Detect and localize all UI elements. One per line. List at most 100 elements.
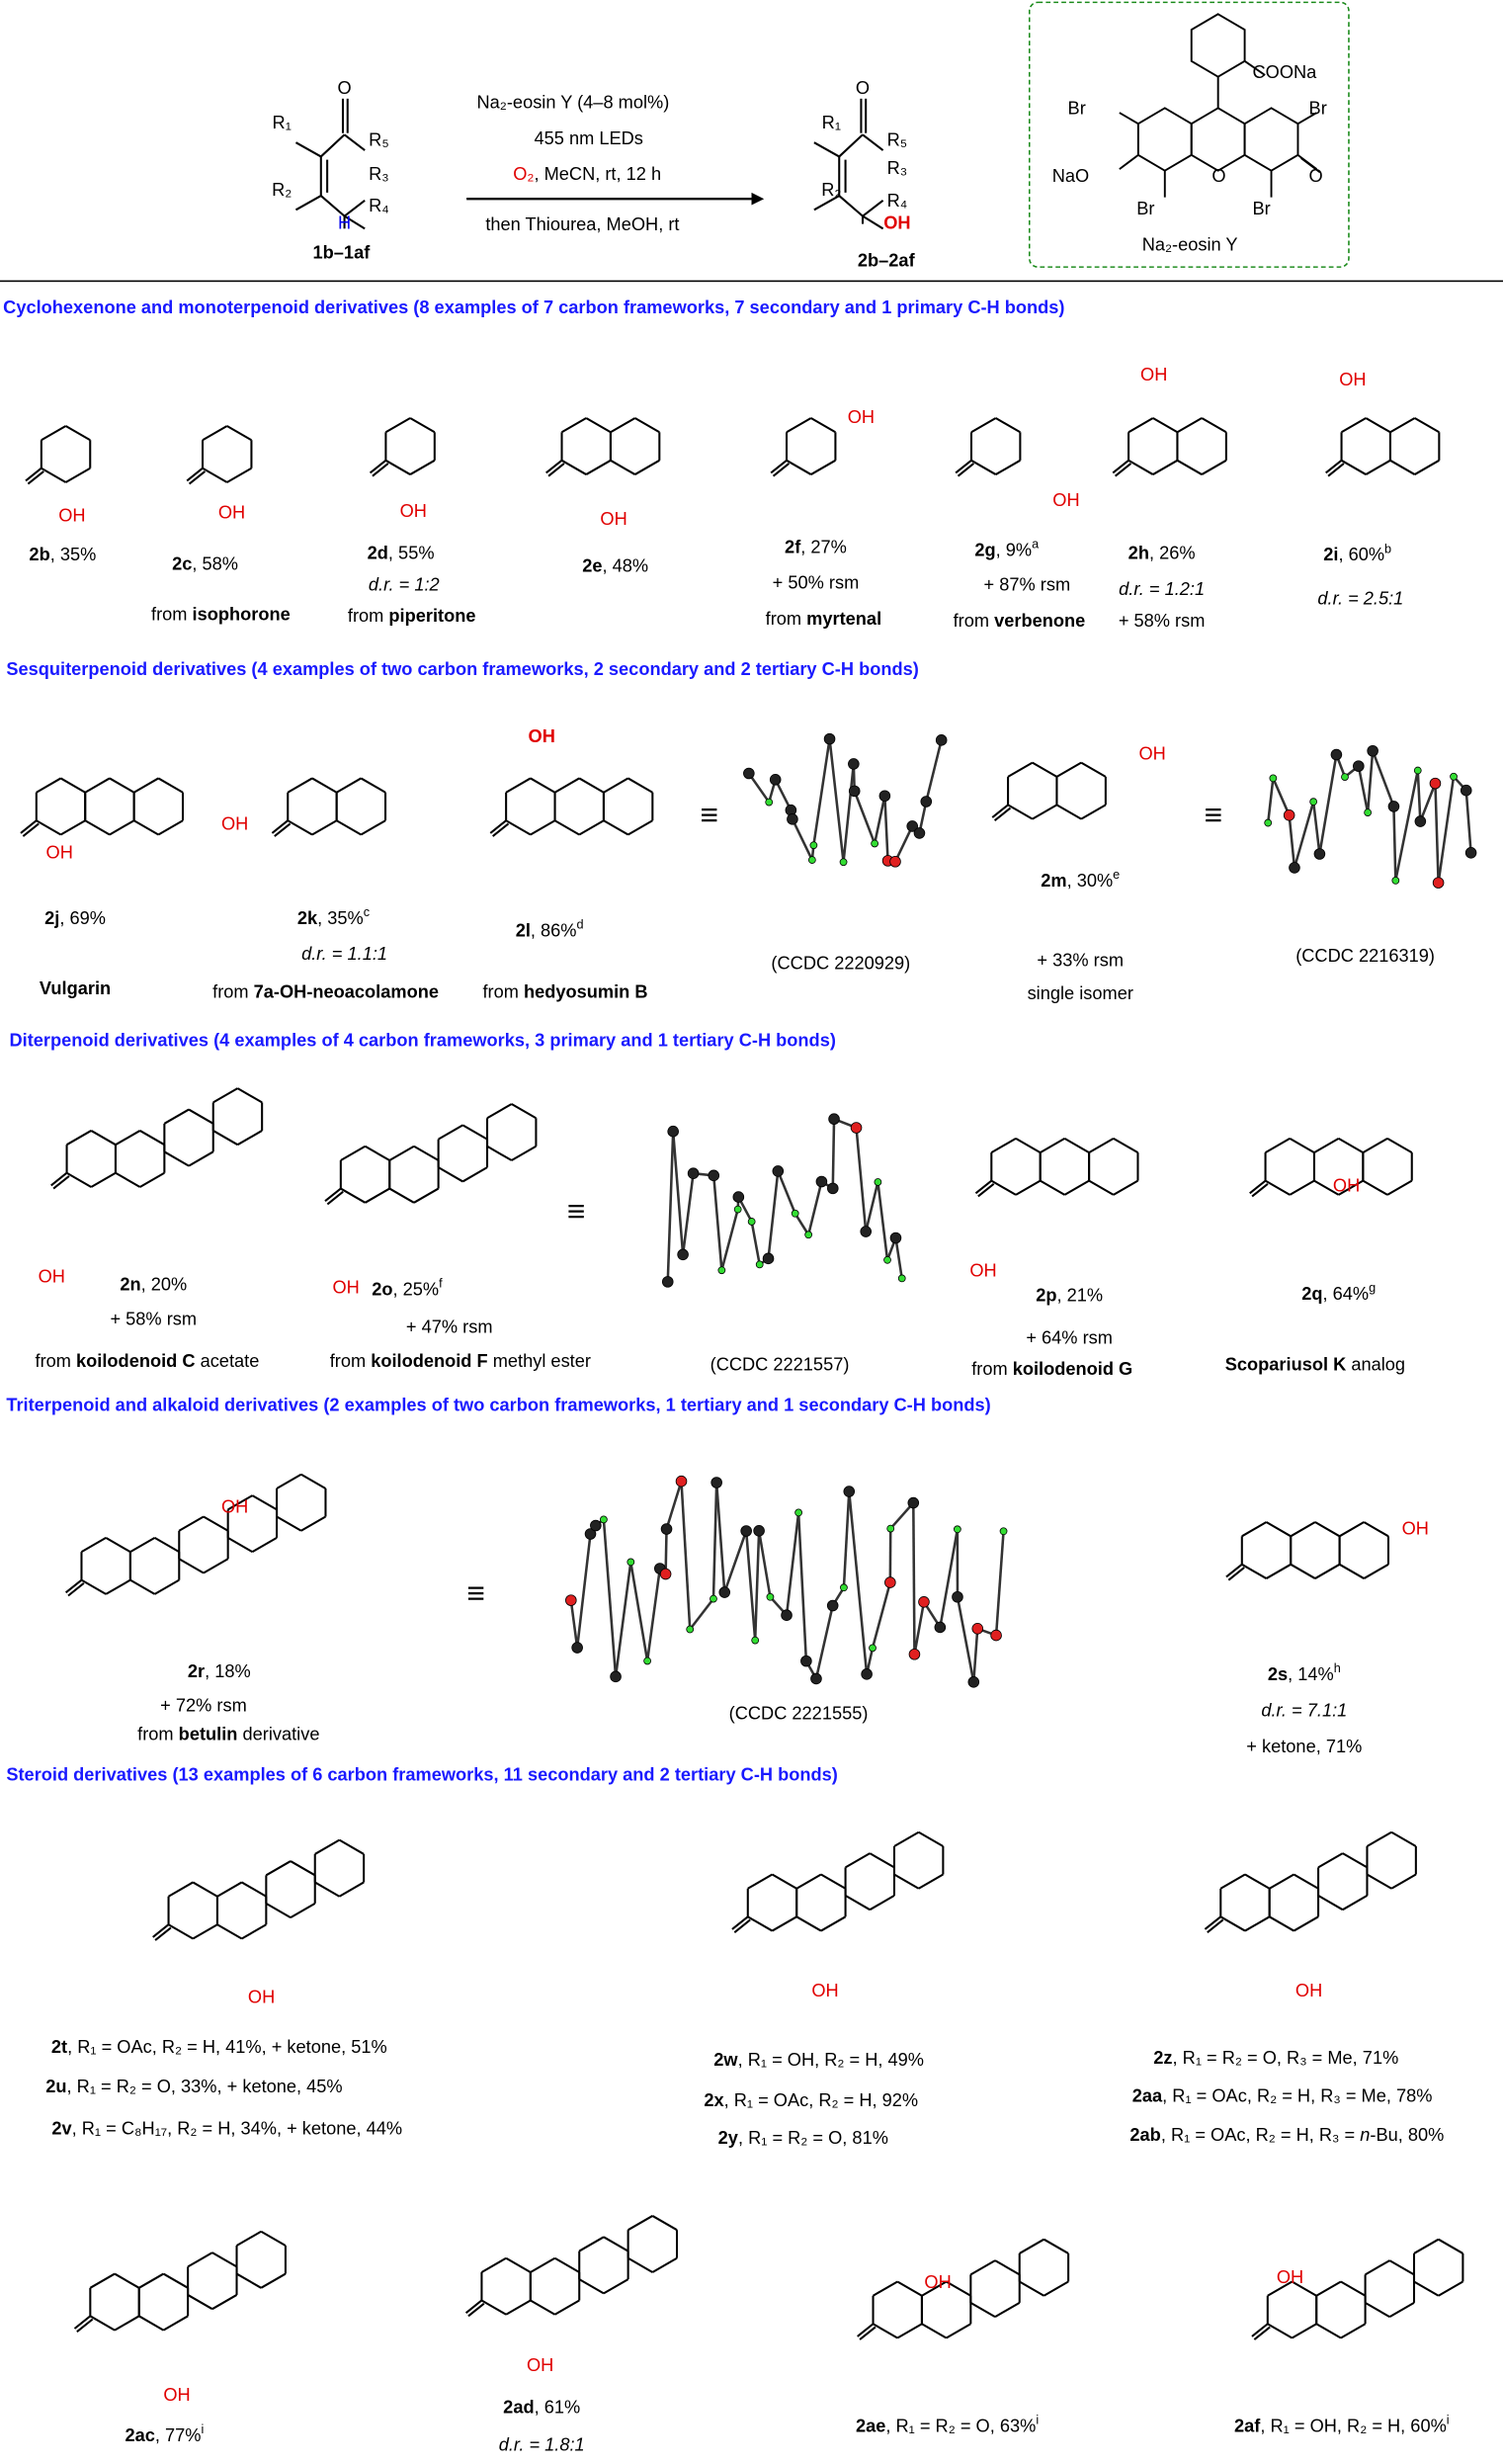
bond — [554, 2256, 580, 2273]
bond — [994, 2301, 1021, 2319]
bond — [969, 2301, 996, 2319]
bond — [114, 2315, 140, 2332]
atom-ellipsoid — [810, 1672, 822, 1685]
bond — [561, 459, 587, 475]
bond — [76, 2318, 94, 2333]
atom-ellipsoid — [883, 1255, 891, 1264]
bond — [1152, 459, 1178, 475]
bond — [744, 1530, 757, 1641]
bond — [990, 1137, 1017, 1154]
compound-id: 2t — [50, 2038, 68, 2058]
bond — [912, 1502, 916, 1655]
bond — [480, 2256, 507, 2273]
bond — [492, 822, 510, 837]
bond — [1019, 2238, 1044, 2254]
atom-ellipsoid — [920, 796, 933, 807]
compound-caption-2n: 2n, 20% — [120, 1277, 187, 1296]
bond — [73, 2315, 91, 2330]
atom-ellipsoid — [884, 1576, 896, 1588]
atom-ellipsoid — [733, 1205, 742, 1214]
hydroxyl-label: OH — [811, 1982, 839, 2001]
compound-id: 2w — [713, 2051, 738, 2071]
bond — [212, 1130, 238, 1147]
bond — [1272, 777, 1291, 816]
bond — [1338, 1137, 1364, 1154]
molecule-structure-2k — [271, 777, 387, 837]
bond — [1007, 804, 1034, 820]
bond — [1019, 2280, 1044, 2297]
atom-ellipsoid — [762, 1252, 775, 1265]
bond — [1291, 2323, 1317, 2339]
atom-ellipsoid — [907, 1496, 920, 1509]
bond — [1389, 417, 1416, 434]
bond — [287, 777, 313, 794]
bond — [1340, 2280, 1367, 2297]
bond — [1293, 1873, 1319, 1890]
bond — [388, 1187, 415, 1204]
section-heading-steroid: Steroid derivatives (13 examples of 6 ca… — [6, 1766, 838, 1786]
compound-yield: , 55% — [387, 545, 435, 564]
bond — [265, 1902, 292, 1918]
atom-label: R₂ — [272, 181, 292, 201]
source-prefix: from — [35, 1352, 77, 1372]
bond — [921, 2323, 948, 2339]
bond — [438, 1166, 463, 1183]
atom-ellipsoid — [897, 1274, 906, 1283]
bond — [972, 1628, 979, 1682]
bond — [793, 1213, 810, 1235]
hydroxyl-label: OH — [1052, 491, 1080, 511]
condition-light: 455 nm LEDs — [534, 129, 643, 149]
bond — [1269, 1915, 1294, 1932]
compound-id: 2f — [785, 539, 801, 558]
atom-label: R₅ — [369, 131, 389, 151]
atom-ellipsoid — [710, 1594, 717, 1603]
atom-ellipsoid — [766, 1592, 775, 1601]
bond — [311, 777, 338, 794]
crystal-structure-2m — [1264, 744, 1477, 889]
footnote-mark: c — [363, 904, 371, 920]
atom-ellipsoid — [934, 1621, 947, 1634]
condition-catalyst: Na₂-eosin Y (4–8 mol%) — [476, 94, 670, 114]
atom-ellipsoid — [1432, 877, 1445, 889]
bond — [873, 2323, 898, 2339]
bond — [578, 2278, 605, 2295]
molecule-structure-2z-2ab — [1204, 1830, 1417, 1933]
atom-ellipsoid — [677, 1248, 689, 1261]
bond — [311, 819, 338, 836]
bond — [629, 1562, 649, 1661]
condition-workup: then Thiourea, MeOH, rt — [485, 215, 680, 235]
source-prefix: from — [329, 1352, 372, 1372]
atom-ellipsoid — [869, 1644, 877, 1653]
hydroxyl-label: OH — [969, 1262, 997, 1282]
bond — [109, 819, 135, 836]
bond — [1241, 1521, 1268, 1538]
bond — [578, 777, 605, 794]
compound-rsm-2g: + 87% rsm — [983, 576, 1071, 596]
footnote-mark: e — [1113, 867, 1121, 883]
compound-id: 2j — [44, 909, 60, 929]
atom-ellipsoid — [1387, 801, 1400, 812]
hydroxyl-label: OH — [600, 510, 627, 530]
atom-ellipsoid — [871, 839, 879, 848]
bond — [1176, 417, 1203, 434]
bond — [806, 1181, 823, 1235]
compound-caption-2e: 2e, 48% — [582, 557, 648, 577]
bond — [105, 1578, 131, 1595]
bond — [1438, 2238, 1463, 2254]
bond — [757, 1530, 772, 1597]
bond — [665, 1481, 683, 1530]
bond — [1113, 1137, 1139, 1154]
atom-ellipsoid — [860, 1226, 872, 1237]
bond — [89, 2315, 116, 2332]
hydroxyl-label: OH — [1276, 2268, 1304, 2288]
bond — [505, 819, 532, 836]
atom-ellipsoid — [717, 1266, 726, 1275]
name-suffix: analog — [1346, 1356, 1406, 1376]
bond — [831, 1119, 836, 1189]
atom-ellipsoid — [747, 1218, 756, 1226]
atom-ellipsoid — [686, 1625, 695, 1634]
compound-detail: , R₁ = R₂ = O, 33%, + ketone, 45% — [66, 2078, 343, 2097]
bond — [338, 1838, 365, 1855]
molecule-structure-2c — [186, 425, 253, 485]
bond — [251, 1494, 278, 1511]
